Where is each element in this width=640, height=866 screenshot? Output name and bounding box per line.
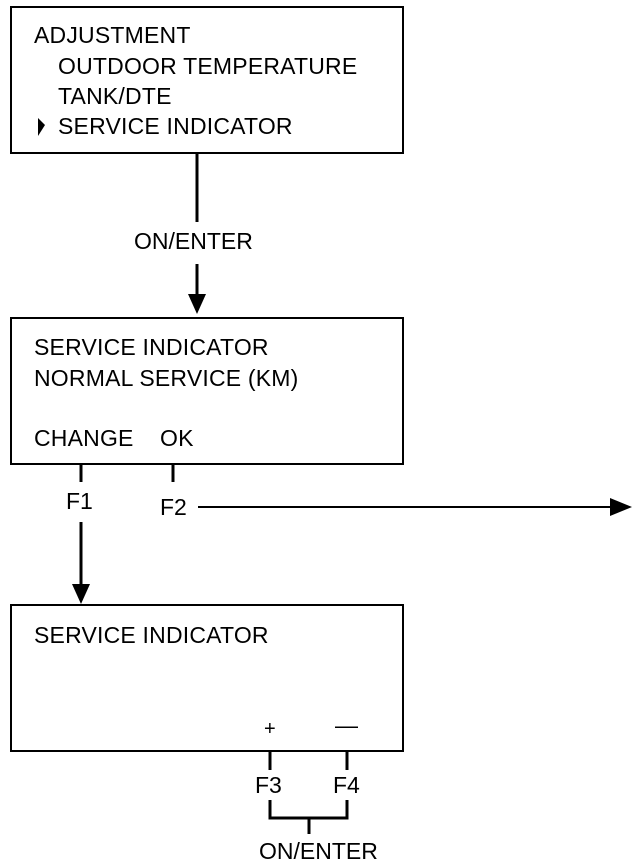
menu-title: ADJUSTMENT — [34, 22, 191, 48]
arrow-right-icon — [610, 498, 632, 516]
service-indicator-box — [10, 317, 404, 465]
on-enter-label-top[interactable]: ON/ENTER — [134, 228, 253, 254]
adjust-title: SERVICE INDICATOR — [34, 622, 269, 648]
f4-key-label[interactable]: F4 — [333, 772, 360, 798]
change-softkey-label: CHANGE — [34, 425, 134, 451]
ok-softkey-label: OK — [160, 425, 194, 451]
f3-f4-bracket — [268, 800, 349, 820]
service-subtitle: NORMAL SERVICE (KM) — [34, 365, 299, 391]
adjustment-menu-box — [10, 6, 404, 154]
menu-item-tank-dte[interactable]: TANK/DTE — [58, 83, 172, 109]
f3-key-label[interactable]: F3 — [255, 772, 282, 798]
f1-key-label[interactable]: F1 — [66, 488, 93, 514]
plus-softkey-label: + — [264, 718, 276, 740]
menu-item-service-indicator[interactable]: SERVICE INDICATOR — [58, 113, 293, 139]
f2-key-label[interactable]: F2 — [160, 494, 187, 520]
on-enter-label-bottom[interactable]: ON/ENTER — [259, 838, 378, 864]
minus-softkey-label: — — [335, 712, 359, 738]
selection-pointer-icon — [38, 118, 45, 136]
arrow-down-icon — [188, 294, 206, 314]
service-adjust-box — [10, 604, 404, 752]
menu-item-outdoor-temperature[interactable]: OUTDOOR TEMPERATURE — [58, 53, 358, 79]
service-title: SERVICE INDICATOR — [34, 334, 269, 360]
arrow-down-icon — [72, 584, 90, 604]
